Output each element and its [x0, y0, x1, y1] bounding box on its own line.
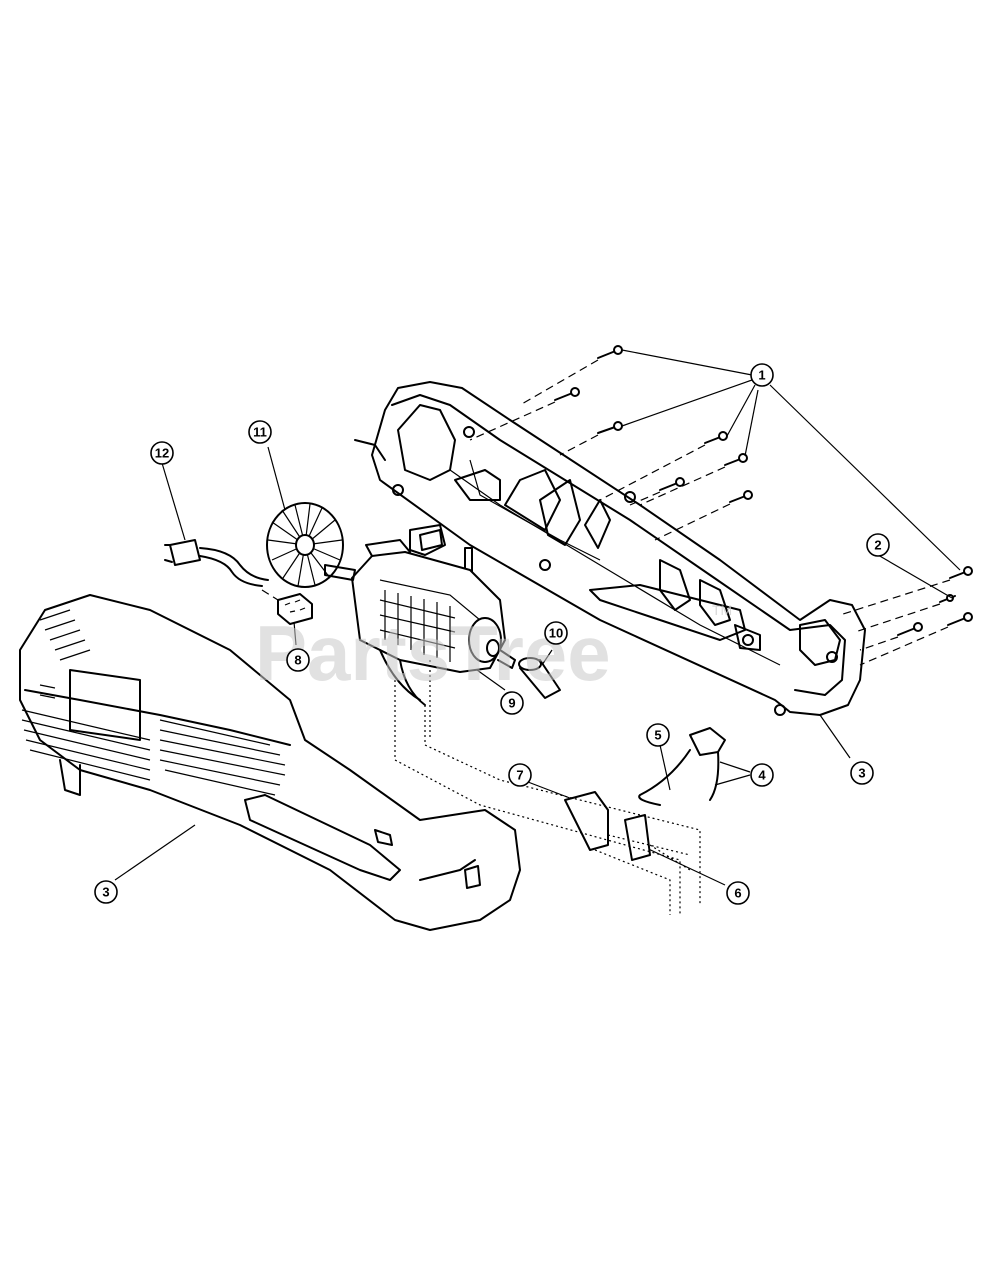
callout-2: 2 — [866, 533, 890, 557]
motor-part-9 — [324, 529, 516, 706]
callout-circle — [646, 723, 670, 747]
callout-6: 6 — [726, 881, 750, 905]
callout-1: 1 — [750, 363, 774, 387]
callout-circle — [286, 648, 310, 672]
callout-4: 4 — [750, 763, 774, 787]
callout-3: 3 — [850, 761, 874, 785]
callout-12: 12 — [150, 441, 174, 465]
callout-number: 3 — [858, 766, 865, 781]
callout-number: 4 — [758, 768, 766, 783]
callout-number: 10 — [549, 626, 563, 641]
leader-lines — [114, 349, 961, 886]
callout-number: 3 — [102, 885, 109, 900]
callout-8: 8 — [286, 648, 310, 672]
terminal-block-part-8 — [261, 589, 313, 625]
callout-circle — [750, 763, 774, 787]
switch-assembly — [394, 660, 726, 915]
callout-number: 11 — [253, 425, 267, 440]
fan-part-11 — [266, 502, 344, 588]
callout-circle — [94, 880, 118, 904]
callout-3: 3 — [94, 880, 118, 904]
callout-circle — [750, 363, 774, 387]
callout-number: 7 — [516, 768, 523, 783]
plug-part-12 — [164, 539, 269, 587]
callout-9: 9 — [500, 691, 524, 715]
callout-7: 7 — [508, 763, 532, 787]
callout-5: 5 — [646, 723, 670, 747]
callout-number: 5 — [654, 728, 661, 743]
callout-circle — [850, 761, 874, 785]
coupler-part-10 — [518, 657, 561, 699]
callout-circle — [726, 881, 750, 905]
callout-circle — [866, 533, 890, 557]
callout-circle — [248, 420, 272, 444]
callout-number: 12 — [155, 446, 169, 461]
watermark-tm: TM — [712, 602, 732, 618]
callout-circle — [508, 763, 532, 787]
upper-housing — [354, 381, 866, 716]
callout-number: 6 — [734, 886, 741, 901]
callout-circle — [544, 621, 568, 645]
callout-number: 2 — [874, 538, 881, 553]
callout-circle — [500, 691, 524, 715]
callout-number: 8 — [294, 653, 301, 668]
callout-number: 1 — [758, 368, 765, 383]
callout-circle — [150, 441, 174, 465]
callout-10: 10 — [544, 621, 568, 645]
callout-number: 9 — [508, 696, 515, 711]
callout-11: 11 — [248, 420, 272, 444]
lower-housing — [19, 594, 521, 931]
